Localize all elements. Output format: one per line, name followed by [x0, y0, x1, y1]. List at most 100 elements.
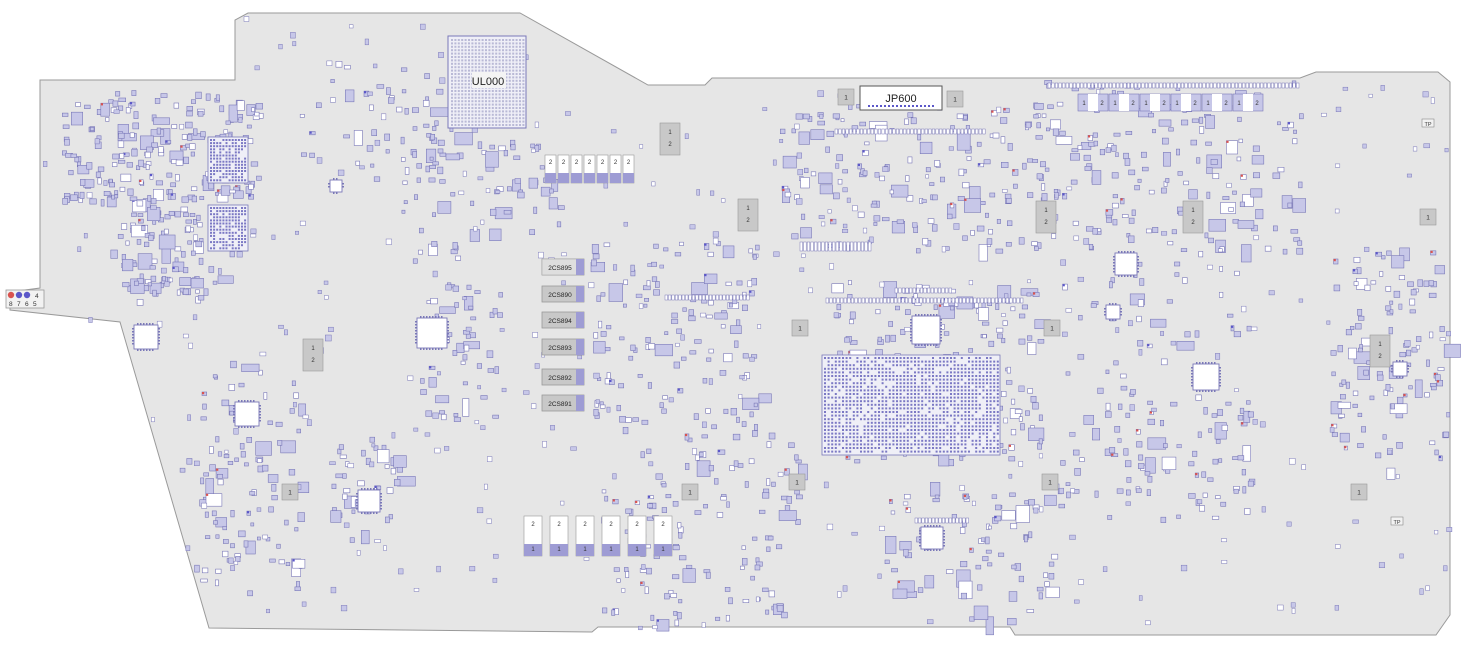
bga-ball	[244, 210, 247, 213]
small-capacitor[interactable]: 2	[570, 154, 583, 184]
bga-ball	[986, 447, 988, 449]
small-capacitor[interactable]: 2	[557, 154, 570, 184]
small-capacitor[interactable]: 2	[609, 154, 622, 184]
smd-part	[133, 111, 139, 119]
small-capacitor[interactable]: 2	[596, 154, 609, 184]
small-capacitor[interactable]: 2	[544, 154, 557, 184]
smd-part	[1281, 195, 1293, 209]
bga-ball	[964, 364, 967, 367]
bga-ball	[975, 393, 978, 395]
cap-2cs895[interactable]: 2CS895	[541, 258, 585, 276]
bga-ball	[928, 364, 931, 367]
ic-ul000[interactable]: UL000	[447, 35, 527, 129]
bga-ic[interactable]	[207, 204, 249, 252]
bga-ic[interactable]	[207, 136, 249, 184]
smd-part	[1136, 315, 1142, 323]
smd-part	[758, 393, 772, 404]
smd-part	[1382, 434, 1387, 440]
qfn-ic[interactable]	[1104, 303, 1122, 321]
two-pin-part[interactable]: 12	[737, 198, 759, 232]
smd-part	[865, 297, 869, 304]
smd-part	[912, 222, 918, 228]
bga-ball	[519, 49, 521, 52]
bga-ball	[464, 110, 467, 113]
smd-part	[374, 139, 381, 146]
test-point-tp-top[interactable]: TP	[1421, 118, 1435, 128]
qfn-ic[interactable]	[919, 525, 945, 551]
bga-ball	[491, 39, 494, 41]
pad-marker	[1088, 135, 1091, 138]
bga-ic[interactable]	[821, 354, 1001, 456]
qfn-ic[interactable]	[910, 314, 942, 346]
qfn-ic[interactable]	[1113, 251, 1139, 277]
bga-ball	[939, 400, 942, 403]
smd-part	[84, 104, 91, 109]
two-pin-part[interactable]: 12	[659, 122, 681, 156]
bulk-capacitor[interactable]: 21	[575, 515, 595, 557]
smd-part	[981, 302, 986, 308]
bga-ball	[960, 357, 963, 359]
bga-ball	[953, 393, 956, 395]
small-capacitor[interactable]: 2	[622, 154, 635, 184]
bulk-capacitor[interactable]: 21	[549, 515, 569, 557]
cap-2cs893[interactable]: 2CS893	[541, 338, 585, 356]
smd-part	[1080, 82, 1084, 89]
bga-ball	[867, 432, 870, 435]
bga-ball	[932, 367, 934, 370]
smd-part	[144, 241, 150, 248]
bga-ball	[903, 357, 906, 359]
test-point-tp-bottom[interactable]: TP	[1390, 516, 1404, 526]
cap-2cs892[interactable]: 2CS892	[541, 368, 585, 386]
bga-ball	[522, 66, 525, 69]
bga-ball	[892, 357, 895, 359]
cap-2cs894[interactable]: 2CS894	[541, 311, 585, 329]
bga-ball	[461, 45, 464, 48]
qfn-ic[interactable]	[356, 488, 382, 514]
bga-ball	[856, 357, 859, 359]
connector-jp600[interactable]: JP600	[859, 85, 943, 111]
smd-part	[1220, 501, 1227, 507]
bulk-capacitor[interactable]: 21	[627, 515, 647, 557]
smd-part	[1047, 104, 1054, 110]
bulk-capacitor[interactable]: 21	[653, 515, 673, 557]
smd-part	[825, 146, 831, 153]
bga-ball	[464, 76, 467, 79]
bga-ball	[225, 207, 228, 209]
bulk-capacitor[interactable]: 21	[523, 515, 543, 557]
qfn-ic[interactable]	[415, 316, 449, 350]
two-pin-part[interactable]: 12	[1369, 334, 1391, 368]
bga-ball	[899, 360, 902, 363]
bga-ball	[213, 247, 216, 250]
small-capacitor[interactable]: 2	[583, 154, 596, 184]
qfn-ic[interactable]	[233, 400, 261, 428]
two-pin-part[interactable]: 12	[1182, 200, 1204, 234]
bga-ball	[881, 357, 884, 359]
qfn-ic[interactable]	[132, 323, 160, 351]
qfn-ic[interactable]	[1191, 362, 1221, 392]
smd-part	[477, 385, 481, 390]
two-pin-part[interactable]: 12	[302, 338, 324, 372]
cap-2cs891[interactable]: 2CS891	[541, 394, 585, 412]
smd-part	[153, 189, 164, 202]
bulk-capacitor[interactable]: 21	[601, 515, 621, 557]
bga-ball	[899, 436, 902, 439]
two-pin-part[interactable]: 12	[1035, 200, 1057, 234]
qfn-ic[interactable]	[328, 178, 344, 194]
edge-connector-8pin[interactable]: 4 8 7 6 5	[5, 289, 45, 309]
bga-ball	[942, 396, 945, 399]
cap-2cs890[interactable]: 2CS890	[541, 285, 585, 303]
smd-part	[385, 238, 392, 245]
qfn-ic[interactable]	[1391, 360, 1409, 378]
smd-part	[1072, 220, 1079, 226]
smd-part	[1024, 534, 1028, 543]
smd-part	[1436, 379, 1444, 387]
bga-ball	[975, 429, 978, 431]
bga-ball	[213, 166, 216, 169]
